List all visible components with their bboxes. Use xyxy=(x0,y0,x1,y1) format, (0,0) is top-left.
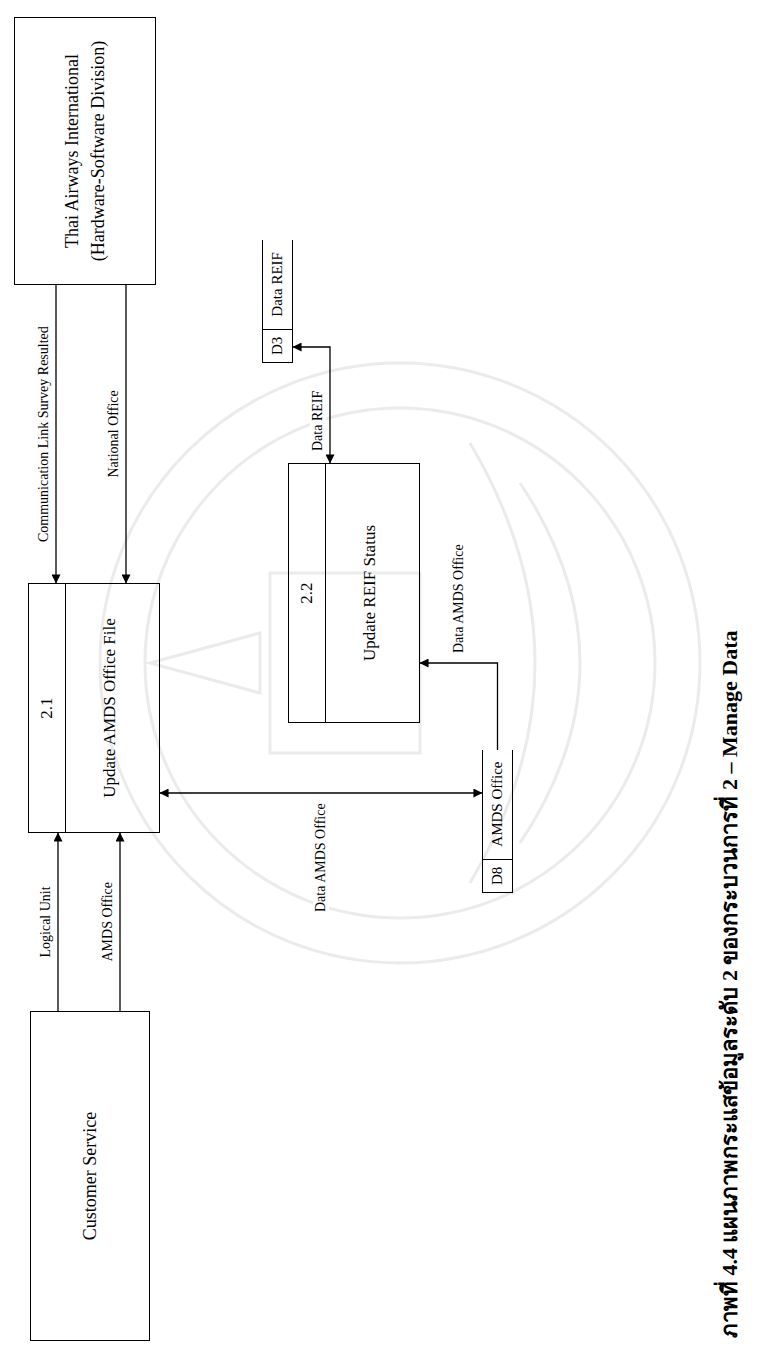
process-name-cell: Update REIF Status xyxy=(326,464,419,722)
node-text: D8 xyxy=(489,867,505,885)
flow-label: AMDS Office xyxy=(100,880,116,963)
seal-ring xyxy=(100,363,700,963)
seal-spire xyxy=(150,633,260,693)
node-text: 2.1 xyxy=(37,697,56,718)
node-text: Customer Service xyxy=(77,1112,103,1240)
external-entity: Thai Airways International (Hardware-Sof… xyxy=(14,17,156,285)
data-flow xyxy=(420,663,498,750)
node-text: Thai Airways International (Hardware-Sof… xyxy=(59,34,111,268)
flow-label: National Office xyxy=(106,388,122,479)
data-flow xyxy=(125,285,126,583)
node-text: D3 xyxy=(269,337,285,355)
flow-label: Communication Link Survey Resulted xyxy=(36,324,52,544)
store-name-cell: AMDS Office xyxy=(483,750,512,859)
node-subtext: Update REIF Status xyxy=(360,525,380,661)
flow-label: Data AMDS Office xyxy=(451,542,467,655)
external-entity: Customer Service xyxy=(30,1011,150,1341)
store-id-cell: D3 xyxy=(263,329,292,362)
data-flow xyxy=(160,792,482,793)
data-store: D3 Data REIF xyxy=(262,240,293,363)
process-name-cell: Update AMDS Office File xyxy=(66,584,159,832)
seal-ring xyxy=(145,408,655,918)
data-store: D8 AMDS Office xyxy=(482,750,513,893)
process-number-cell: 2.1 xyxy=(29,584,66,832)
store-name-cell: Data REIF xyxy=(263,240,292,329)
flow-label: Data AMDS Office xyxy=(313,801,329,914)
data-flow xyxy=(293,347,330,463)
process-number-cell: 2.2 xyxy=(289,464,326,722)
figure-caption: ภาพที่ 4.4 แผนภาพกระแสข้อมูลระดับ 2 ของก… xyxy=(712,631,747,1338)
seal-arc xyxy=(520,483,580,843)
seal-crown xyxy=(270,573,420,753)
data-flow xyxy=(57,833,58,1011)
process-box: 2.2 Update REIF Status xyxy=(288,463,420,723)
node-text: 2.2 xyxy=(297,582,316,603)
store-id-cell: D8 xyxy=(483,859,512,892)
data-flow xyxy=(119,833,120,1011)
data-flow xyxy=(55,285,56,583)
node-subtext: Update AMDS Office File xyxy=(100,618,120,798)
node-subtext: Data REIF xyxy=(269,252,285,317)
flow-label: Data REIF xyxy=(310,389,326,453)
flow-label: Logical Unit xyxy=(38,884,54,959)
node-subtext: AMDS Office xyxy=(489,762,505,847)
process-box: 2.1 Update AMDS Office File xyxy=(28,583,160,833)
